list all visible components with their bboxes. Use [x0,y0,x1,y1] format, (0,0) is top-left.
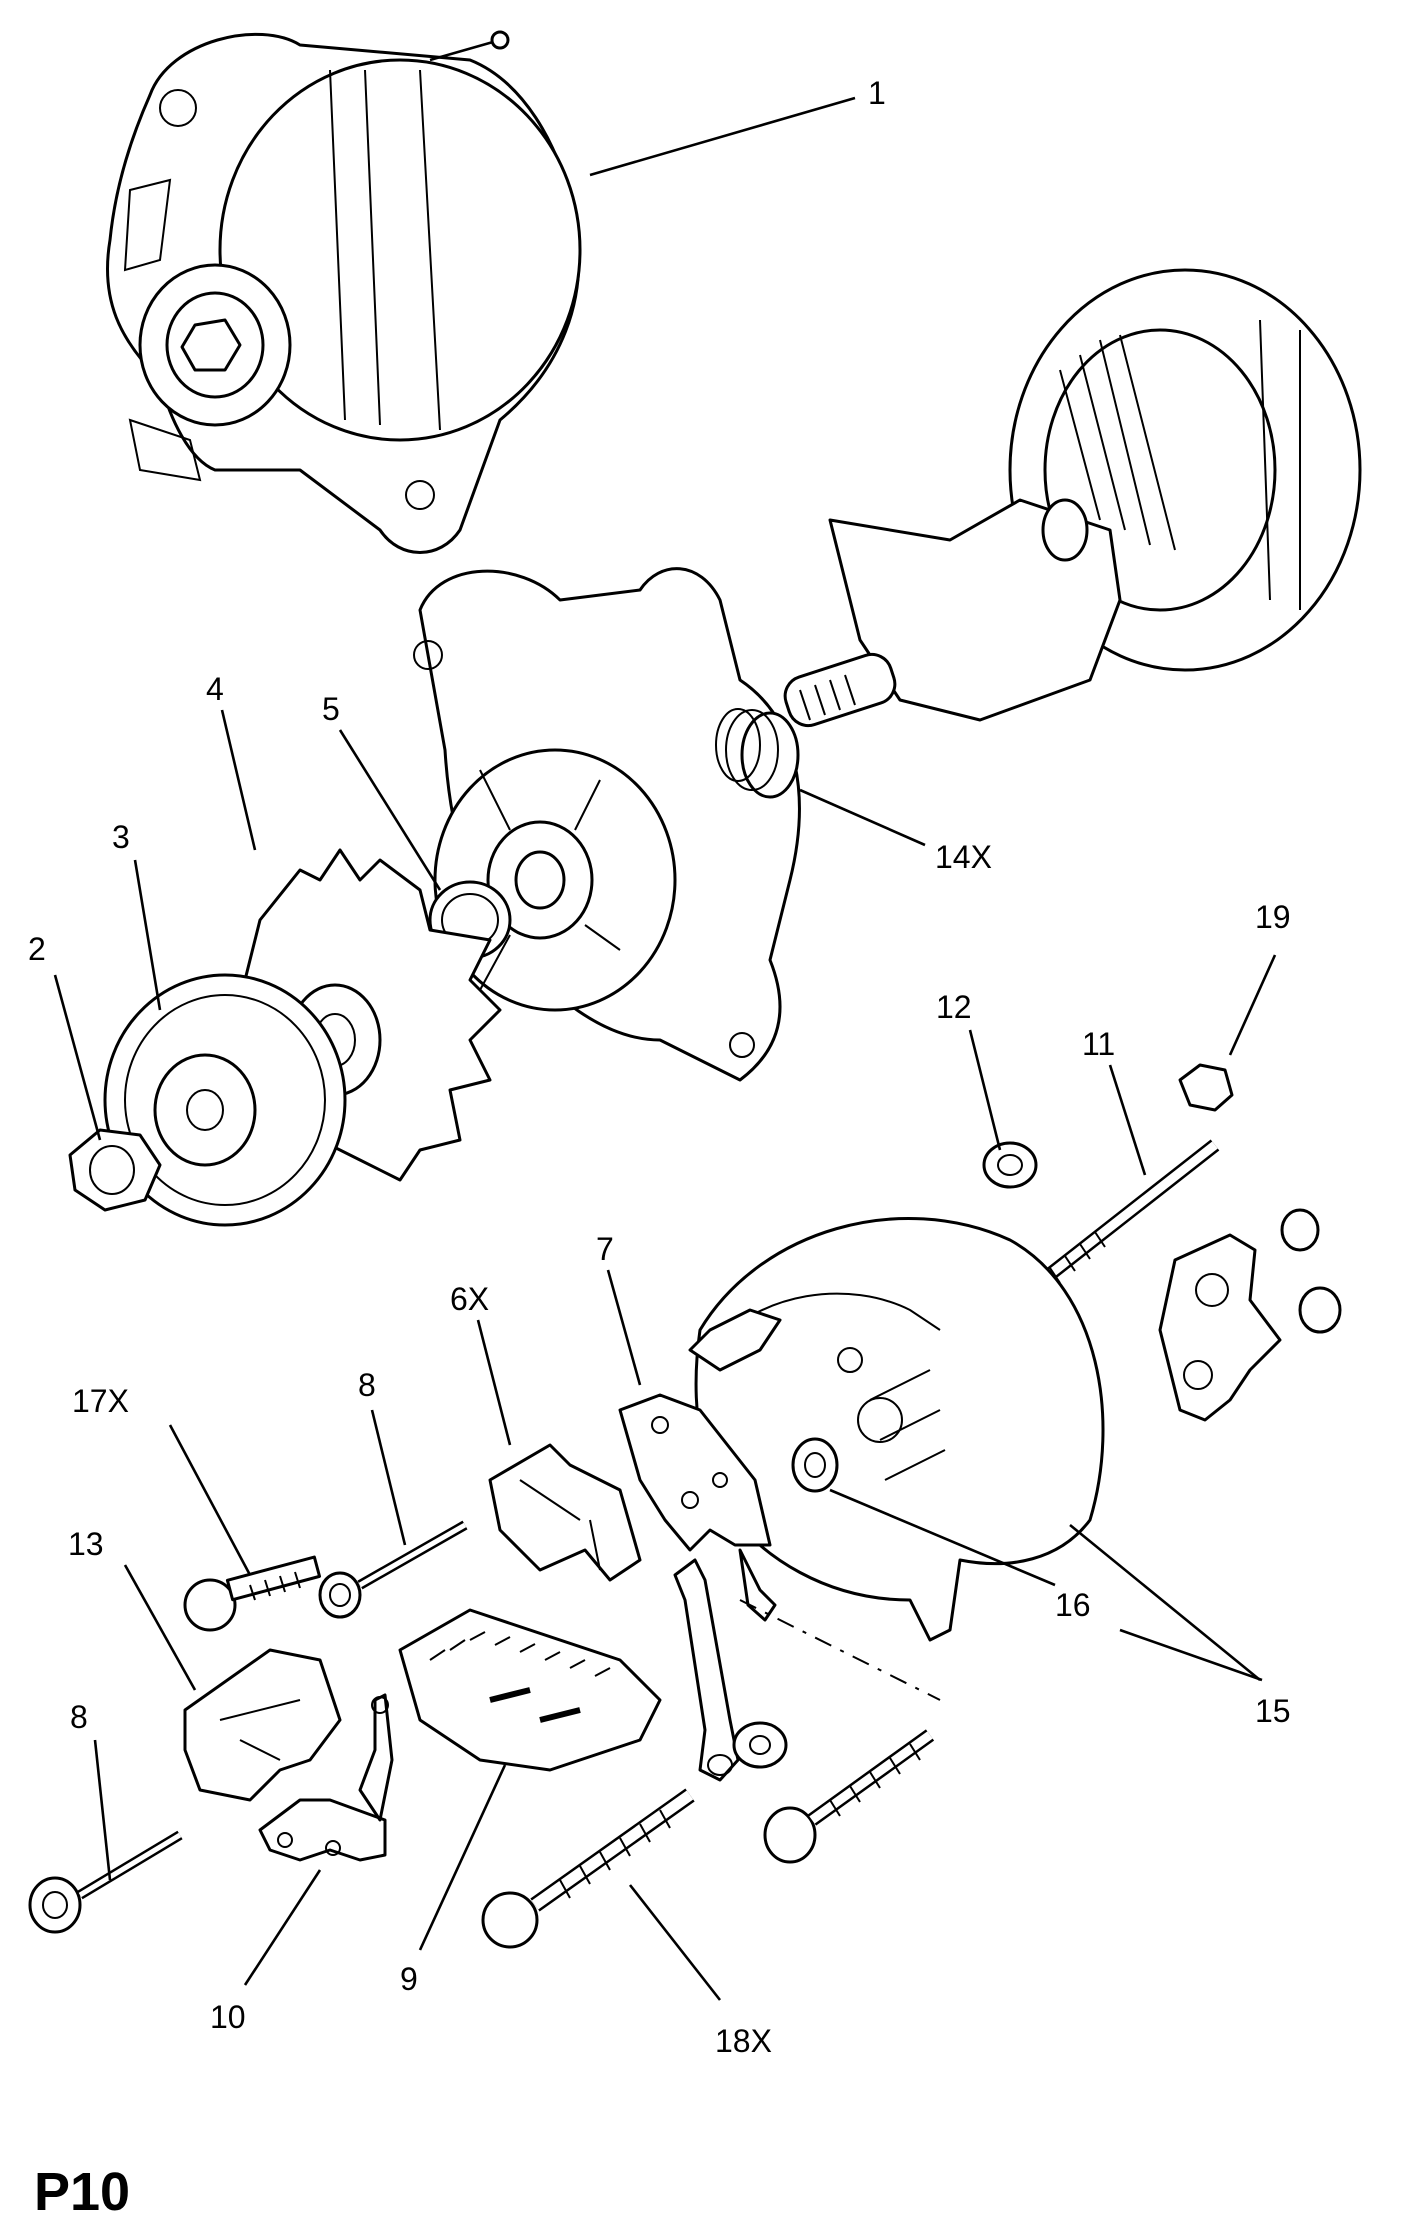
callout-5: 5 [322,691,340,727]
callout-8-upper: 8 [358,1367,376,1403]
leader-lines [53,96,1277,2001]
plate-10 [258,1693,394,1862]
callout-1: 1 [868,75,886,111]
bolts-18x [481,1729,935,1949]
bushing-16 [791,1437,839,1493]
slip-ring-end-housing-15 [688,1216,1105,1642]
callout-2: 2 [28,931,46,967]
bolt-8-upper [318,1520,468,1619]
callout-17x: 17X [72,1383,129,1419]
suppressor-13 [183,1648,342,1802]
callout-16: 16 [1055,1587,1091,1623]
brush-holder-6x [488,1443,642,1582]
callout-6x: 6X [450,1281,489,1317]
rear-cover-bracket [1158,1208,1342,1422]
callout-13: 13 [68,1526,104,1562]
washer-nut-12 [982,1141,1038,1189]
callout-12: 12 [936,989,972,1025]
callout-14x: 14X [935,839,992,875]
bearing-14x [715,708,800,799]
callout-9: 9 [400,1961,418,1997]
bolt-17x [183,1555,322,1632]
callout-18x: 18X [715,2023,772,2059]
callout-7: 7 [596,1231,614,1267]
callout-10: 10 [210,1999,246,2035]
callout-3: 3 [112,819,130,855]
rectifier-9 [398,1608,662,1772]
callout-labels: 1 2 3 4 5 6X 7 8 8 9 10 11 12 13 14X 15 … [28,75,1291,2059]
page-code: P10 [34,2162,130,2222]
callout-11: 11 [1082,1026,1115,1062]
rotor [783,498,1122,728]
callout-19: 19 [1255,899,1291,935]
pulley-3 [103,973,347,1227]
bolt-8-lower [28,1830,183,1934]
link-strap [673,1558,788,1782]
terminal-bracket-7 [618,1393,777,1622]
nut-19 [1178,1063,1234,1112]
callout-4: 4 [206,671,224,707]
callout-15: 15 [1255,1693,1291,1729]
callout-8-lower: 8 [70,1699,88,1735]
nut-2 [68,1128,162,1212]
alternator-assembly [105,30,582,554]
